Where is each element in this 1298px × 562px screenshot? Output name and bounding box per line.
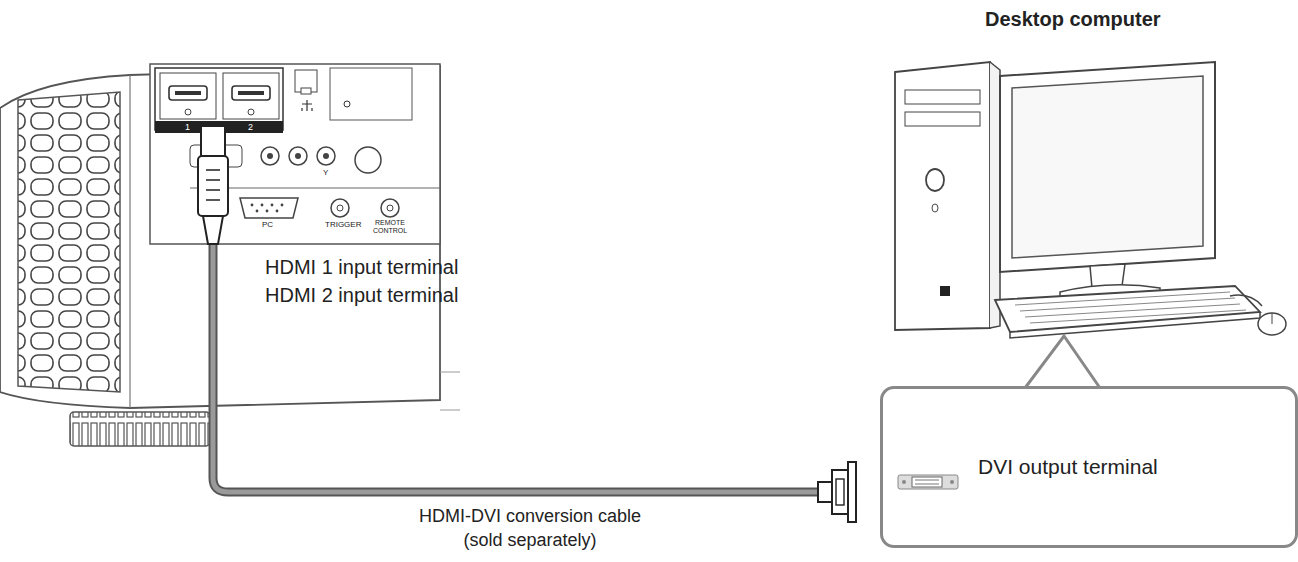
projector (0, 64, 460, 446)
port-label: PC (262, 220, 273, 229)
terminal-label: HDMI 1 input terminal (265, 256, 458, 279)
cable-label: HDMI-DVI conversion cable (419, 506, 641, 527)
node-text: DVI output terminal (978, 454, 1285, 479)
callout-pointer (1025, 336, 1100, 388)
dvi-terminal-icon (898, 475, 958, 489)
callout-box: DVI output terminal (880, 386, 1298, 548)
port-label: TRIGGER (325, 220, 361, 229)
port-number: 2 (248, 122, 253, 132)
cable-label: (sold separately) (463, 530, 596, 551)
hdmi-dvi-cable (198, 126, 856, 522)
port-label: REMOTE CONTROL (370, 219, 410, 235)
port-number: 1 (185, 122, 190, 132)
port-label: Y (323, 168, 328, 177)
figure-title: Desktop computer (985, 8, 1161, 31)
desktop-computer (895, 62, 1286, 338)
terminal-label: HDMI 2 input terminal (265, 284, 458, 307)
